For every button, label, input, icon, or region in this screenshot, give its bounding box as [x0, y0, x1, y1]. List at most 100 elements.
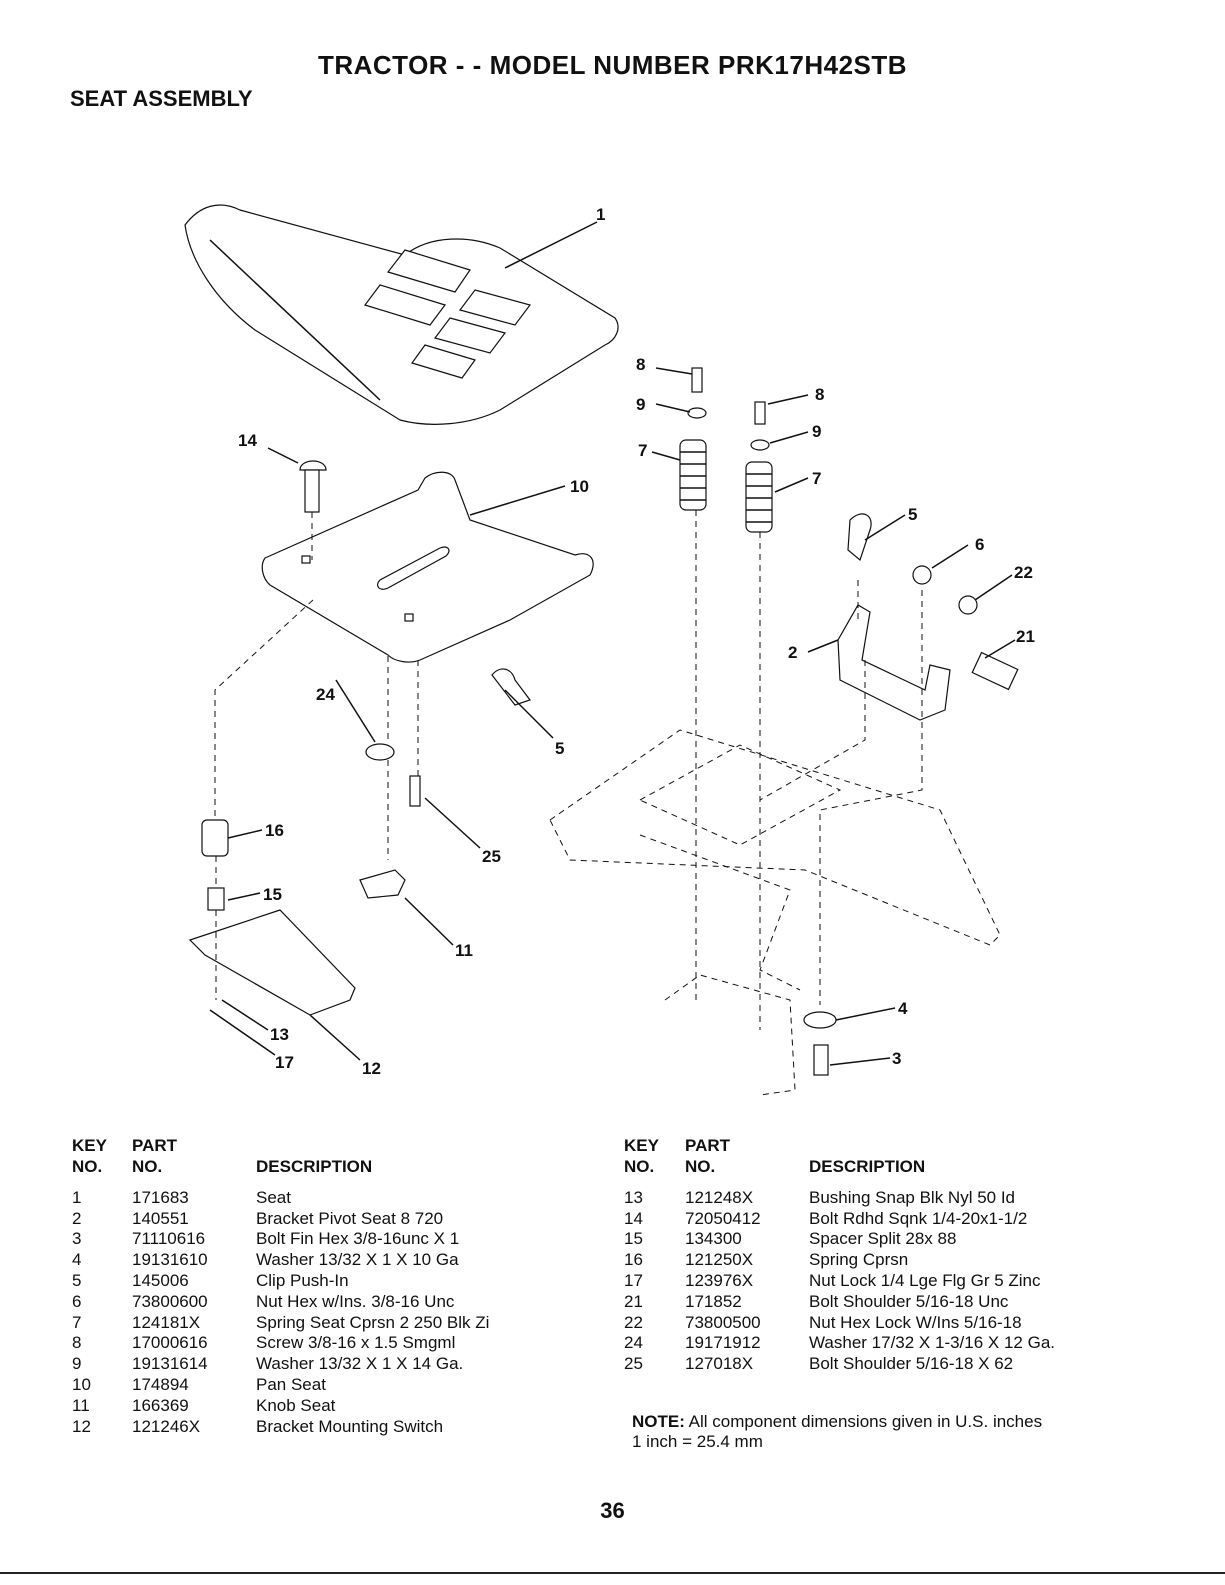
part-cell: 166369	[132, 1395, 189, 1415]
desc-cell: Bolt Rdhd Sqnk 1/4-20x1-1/2	[809, 1208, 1028, 1228]
callout-label: 7	[638, 441, 647, 460]
desc-cell: Nut Lock 1/4 Lge Flg Gr 5 Zinc	[809, 1270, 1041, 1290]
key-cell: 2	[72, 1208, 82, 1228]
table-row: 11 166369 Knob Seat	[72, 1396, 556, 1417]
table-row: 2 140551 Bracket Pivot Seat 8 720	[72, 1209, 556, 1230]
column-header: KEY	[624, 1136, 659, 1155]
nut-part	[912, 565, 932, 585]
section-title: SEAT ASSEMBLY	[70, 86, 253, 111]
bottom-rule	[0, 1572, 1225, 1574]
callout-label: 16	[265, 821, 284, 840]
nut-part	[958, 595, 978, 615]
switch-bracket-part	[188, 909, 356, 1016]
callout-label: 17	[275, 1053, 294, 1072]
table-row: 15 134300 Spacer Split 28x 88	[624, 1229, 1129, 1250]
column-header: NO.	[132, 1157, 163, 1176]
desc-cell: Spacer Split 28x 88	[809, 1229, 957, 1249]
desc-cell: Seat	[256, 1187, 291, 1207]
desc-cell: Bracket Mounting Switch	[256, 1416, 444, 1436]
part-cell: 121248X	[685, 1187, 754, 1207]
knob-part	[359, 869, 406, 899]
part-cell: 174894	[132, 1374, 189, 1394]
callout-label: 13	[270, 1025, 289, 1044]
bolt-part	[813, 1044, 829, 1076]
callout-label: 5	[555, 739, 564, 758]
table-header-row: NO. NO. DESCRIPTION	[624, 1157, 1129, 1178]
column-header: DESCRIPTION	[256, 1157, 373, 1176]
callout-label: 6	[975, 535, 984, 554]
key-cell: 12	[72, 1416, 91, 1436]
shoulder-bolt-part	[409, 775, 421, 807]
key-cell: 11	[72, 1395, 90, 1415]
desc-cell: Washer 13/32 X 1 X 14 Ga.	[256, 1354, 464, 1374]
table-row: 10 174894 Pan Seat	[72, 1375, 556, 1396]
desc-cell: Bracket Pivot Seat 8 720	[256, 1208, 444, 1228]
key-cell: 9	[72, 1354, 82, 1374]
key-cell: 13	[624, 1187, 643, 1207]
column-header: KEY	[72, 1136, 107, 1155]
desc-cell: Washer 13/32 X 1 X 10 Ga	[256, 1250, 459, 1270]
callout-label: 21	[1016, 627, 1035, 646]
clip-part	[847, 513, 872, 562]
desc-cell: Knob Seat	[256, 1395, 336, 1415]
table-header-row: NO. NO. DESCRIPTION	[72, 1157, 556, 1178]
key-cell: 3	[72, 1229, 82, 1249]
key-cell: 7	[72, 1312, 82, 1332]
desc-cell: Nut Hex w/Ins. 3/8-16 Unc	[256, 1291, 455, 1311]
part-cell: 145006	[132, 1270, 189, 1290]
exploded-parts-diagram: 1 8 9 8 9 7 7 10 14 5 6 22 21 2 24 5 16 …	[184, 204, 1035, 1096]
column-header: NO.	[72, 1157, 103, 1176]
callout-label: 15	[263, 885, 282, 904]
desc-cell: Spring Cprsn	[809, 1250, 909, 1270]
key-cell: 10	[72, 1374, 91, 1394]
bolt-part	[299, 460, 327, 513]
frame-part	[549, 729, 1001, 1096]
part-cell: 121250X	[685, 1250, 754, 1270]
callout-label: 8	[815, 385, 824, 404]
note: NOTE: All component dimensions given in …	[632, 1412, 1042, 1452]
key-cell: 16	[624, 1250, 643, 1270]
callout-label: 2	[788, 643, 797, 662]
part-cell: 17000616	[132, 1333, 208, 1353]
part-cell: 140551	[132, 1208, 189, 1228]
column-header: DESCRIPTION	[809, 1157, 926, 1176]
part-cell: 121246X	[132, 1416, 201, 1436]
callout-label: 4	[898, 999, 908, 1018]
key-cell: 6	[72, 1291, 82, 1311]
key-cell: 22	[624, 1312, 643, 1332]
part-cell: 134300	[685, 1229, 742, 1249]
page-number: 36	[600, 1498, 625, 1523]
spacer-part	[207, 887, 225, 911]
part-cell: 124181X	[132, 1312, 201, 1332]
part-cell: 73800500	[685, 1312, 761, 1332]
note-text: All component dimensions given in U.S. i…	[684, 1412, 1043, 1431]
key-cell: 4	[72, 1250, 82, 1270]
callout-label: 9	[812, 422, 821, 441]
desc-cell: Pan Seat	[256, 1374, 326, 1394]
table-row: 16 121250X Spring Cprsn	[624, 1250, 1129, 1271]
callout-label: 24	[316, 685, 335, 704]
table-header-row: KEY PART	[624, 1135, 1129, 1157]
callout-label: 3	[892, 1049, 901, 1068]
key-cell: 24	[624, 1333, 643, 1353]
callout-label: 22	[1014, 563, 1033, 582]
clip-part	[491, 668, 531, 706]
key-cell: 15	[624, 1229, 643, 1249]
table-row: 9 19131614 Washer 13/32 X 1 X 14 Ga.	[72, 1354, 556, 1375]
spring-part	[679, 439, 773, 533]
part-cell: 73800600	[132, 1291, 208, 1311]
column-header: PART	[132, 1136, 178, 1155]
part-cell: 19131614	[132, 1354, 208, 1374]
callout-label: 7	[812, 469, 821, 488]
part-cell: 123976X	[685, 1270, 754, 1290]
part-cell: 19131610	[132, 1250, 208, 1270]
seat-part	[184, 204, 619, 425]
screw-washer-part	[687, 367, 770, 451]
